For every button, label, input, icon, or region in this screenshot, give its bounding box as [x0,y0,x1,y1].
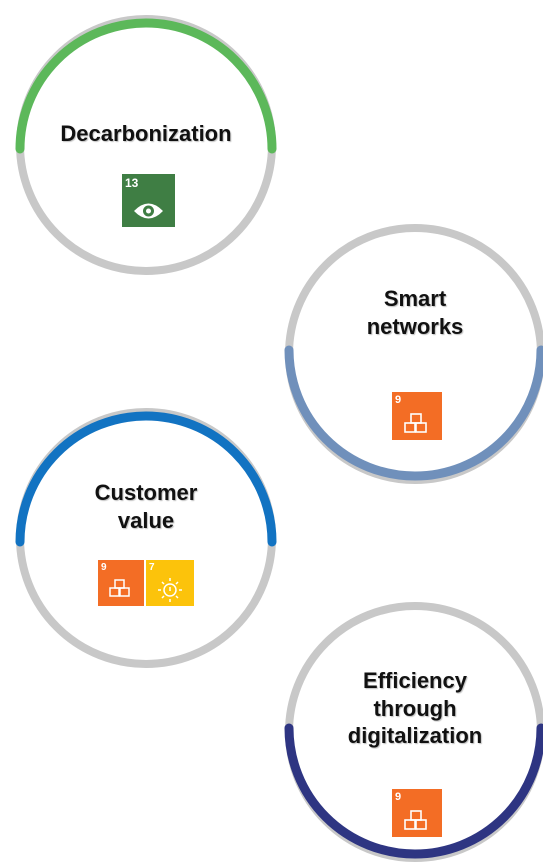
sdg-9-industry-innovation-icon: 9 [392,789,442,837]
label-line: Efficiency [363,668,467,693]
sdg-icons-smart-networks: 9 [392,392,442,440]
sdg-icons-decarbonization: 13 [122,174,175,227]
circle-smart-networks [284,224,543,484]
sdg-9-industry-innovation-icon: 9 [98,560,144,606]
sdg-number: 9 [395,394,402,406]
sdg-number: 7 [149,562,155,573]
label-line: value [117,507,175,533]
sdg-icons-efficiency-digitalization: 9 [392,789,442,837]
label-line: digitalization [347,723,483,748]
label-efficiency-digitalization: Efficiency through digitalization [289,667,541,750]
ring-accent-efficiency-digitalization [284,723,543,859]
sdg-number: 9 [395,791,402,803]
sdg-9-industry-innovation-icon: 9 [392,392,442,440]
label-line: through [373,695,457,721]
globe-eye-icon [134,203,163,219]
sdg-number: 13 [125,176,139,190]
sdg-number: 9 [101,562,107,573]
label-line: Customer [94,480,198,505]
sdg-icons-customer-value: 9 7 [98,560,194,606]
label-customer-value: Customer value [20,479,272,534]
label-line: networks [366,313,464,339]
circle-decarbonization [15,15,277,275]
label-decarbonization: Decarbonization [20,120,272,148]
circle-efficiency-digitalization [284,602,543,862]
cubes-icon [404,810,427,830]
sun-power-icon [158,578,182,602]
cubes-icon [109,579,130,597]
label-smart-networks: Smart networks [289,285,541,340]
sdg-13-climate-action-icon: 13 [122,174,175,227]
sdg-7-clean-energy-icon: 7 [146,560,194,606]
ring-accent-decarbonization [15,18,277,154]
label-line: Decarbonization [60,121,232,146]
ring-accent-smart-networks [284,345,543,481]
cubes-icon [404,413,427,433]
circle-customer-value [15,408,277,668]
ring-accent-customer-value [15,411,277,547]
label-line: Smart [383,286,447,311]
